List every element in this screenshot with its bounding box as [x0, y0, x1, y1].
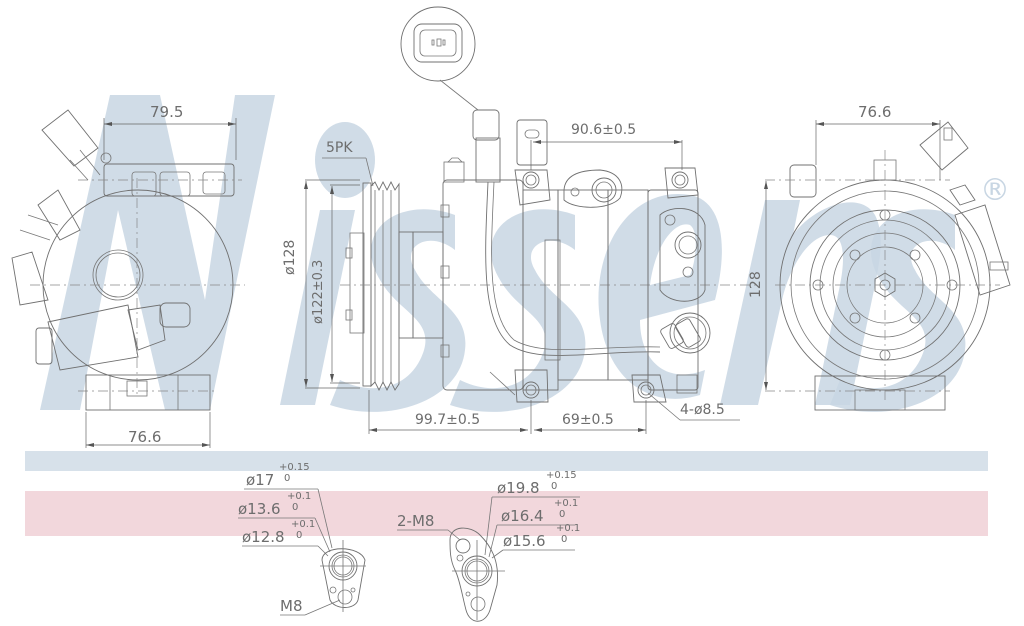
blue-band: [25, 451, 988, 471]
nissens-watermark: [40, 95, 966, 412]
mount-distance-front: 99.7±0.5: [415, 412, 481, 428]
suction-dia-3-tol-upper: +0.1: [291, 519, 316, 530]
discharge-dia-1-tol-lower: 0: [551, 481, 558, 492]
registered-mark: ®: [980, 173, 1010, 208]
pulley-outer-diameter: ø128: [282, 239, 298, 275]
suction-dia-3-tol-lower: 0: [296, 530, 303, 541]
pink-band: [25, 491, 988, 536]
discharge-dia-3-tol-lower: 0: [561, 534, 568, 545]
suction-dia-3: ø12.8: [242, 528, 285, 546]
discharge-thread: 2-M8: [397, 512, 435, 530]
side-view: [304, 109, 760, 434]
discharge-port-detail: [397, 496, 580, 622]
port-spacing-dimension: 90.6±0.5: [571, 122, 637, 138]
discharge-dia-2: ø16.4: [501, 507, 544, 525]
discharge-dia-3-tol-upper: +0.1: [556, 523, 581, 534]
left-top-dimension: 79.5: [150, 103, 184, 121]
belt-label: 5PK: [326, 140, 353, 156]
mount-spacing: 69±0.5: [562, 412, 614, 428]
right-top-dimension: 76.6: [858, 103, 892, 121]
pulley-groove-diameter: ø122±0.3: [311, 259, 326, 324]
suction-dia-1: ø17: [246, 471, 275, 489]
suction-dia-2-tol-upper: +0.1: [287, 491, 312, 502]
right-end-view: [764, 120, 1011, 411]
discharge-dia-1: ø19.8: [497, 479, 540, 497]
discharge-dia-3: ø15.6: [503, 532, 546, 550]
left-bottom-dimension: 76.6: [128, 428, 162, 446]
discharge-dia-2-tol-upper: +0.1: [554, 498, 579, 509]
right-height-dimension: 128: [748, 271, 764, 298]
suction-dia-1-tol-lower: 0: [284, 473, 291, 484]
left-end-view: [11, 109, 245, 448]
connector-detail: [400, 6, 479, 111]
suction-thread: M8: [280, 597, 303, 615]
suction-dia-2-tol-lower: 0: [292, 502, 299, 513]
mount-holes-label: 4-ø8.5: [680, 402, 725, 418]
discharge-dia-1-tol-upper: +0.15: [546, 470, 577, 481]
discharge-dia-2-tol-lower: 0: [559, 509, 566, 520]
suction-dia-1-tol-upper: +0.15: [279, 462, 310, 473]
suction-port-detail: [238, 488, 366, 616]
suction-dia-2: ø13.6: [238, 500, 281, 518]
